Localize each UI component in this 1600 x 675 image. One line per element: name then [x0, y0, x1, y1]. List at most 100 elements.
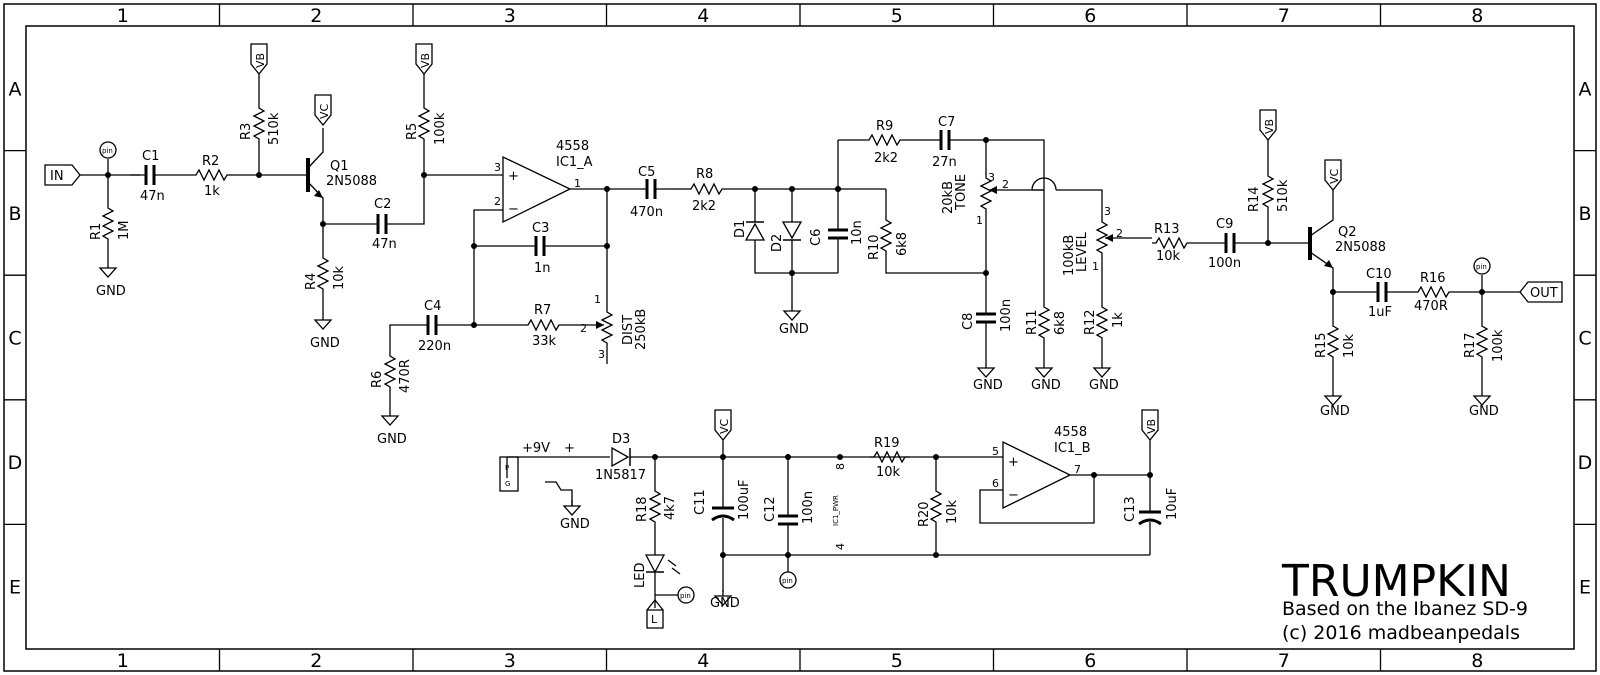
output-port-label: OUT — [1530, 286, 1558, 301]
resistor-r13 — [1151, 237, 1193, 249]
dist-pin3: 3 — [598, 348, 605, 361]
gnd-label: GND — [1031, 378, 1061, 393]
resistor-r15 — [1327, 321, 1339, 363]
level-pin3: 3 — [1104, 205, 1111, 218]
c7-value: 27n — [932, 155, 957, 170]
gnd-label: GND — [310, 336, 340, 351]
r19-ref: R19 — [874, 436, 900, 451]
capacitor-c5 — [629, 177, 673, 201]
r9-value: 2k2 — [874, 151, 898, 166]
input-port-label: IN — [50, 169, 64, 184]
r4-ref: R4 — [304, 273, 319, 290]
capacitor-c13 — [1137, 494, 1163, 540]
level-pin1: 1 — [1092, 260, 1099, 273]
q2-value: 2N5088 — [1335, 240, 1386, 255]
grid-column-label: 6 — [1084, 5, 1096, 27]
opamp-ic1a — [502, 155, 572, 224]
grid-column-label: 1 — [117, 5, 129, 27]
r1-ref: R1 — [89, 223, 104, 240]
c2-value: 47n — [372, 237, 397, 252]
output-pin-label: pin — [1476, 263, 1487, 271]
r6-ref: R6 — [370, 371, 385, 388]
ic1a-plus: + — [508, 169, 519, 184]
transistor-q1 — [306, 128, 324, 224]
ic1b-pin7: 7 — [1074, 463, 1081, 476]
resistor-r8 — [686, 183, 728, 195]
q1-value: 2N5088 — [326, 174, 377, 189]
q1-ref: Q1 — [330, 159, 349, 174]
c10-value: 1uF — [1368, 305, 1392, 320]
c12-ref: C12 — [763, 496, 778, 522]
grid-column-label: 8 — [1471, 5, 1483, 27]
capacitor-c6 — [826, 212, 850, 256]
vc-label: VC — [1328, 168, 1341, 184]
diode-d2 — [781, 221, 803, 241]
ground-symbol — [99, 261, 117, 278]
grid-row-label: A — [1579, 78, 1592, 100]
ic1b-minus: − — [1008, 488, 1019, 503]
vb-label: VB — [254, 53, 267, 68]
dist-ref: DIST — [621, 315, 636, 345]
gnd-label: GND — [1320, 404, 1350, 419]
ic1a-ref: IC1_A — [556, 155, 593, 170]
resistor-r20 — [930, 486, 942, 528]
ic1a-pin2: 2 — [494, 195, 501, 208]
gnd-label: GND — [1089, 378, 1119, 393]
r1-value: 1M — [117, 221, 132, 241]
opamp-ic1b — [1002, 440, 1072, 510]
r2-value: 1k — [204, 184, 220, 199]
r16-value: 470R — [1414, 299, 1448, 314]
tone-ref: TONE — [954, 174, 969, 211]
dist-pin1: 1 — [594, 293, 601, 306]
led — [644, 554, 681, 575]
ic1b-pin6: 6 — [992, 477, 999, 490]
c8-value: 100n — [999, 299, 1014, 332]
r12-value: 1k — [1111, 312, 1126, 328]
gnd-label: GND — [377, 432, 407, 447]
diode-d3 — [611, 446, 631, 468]
capacitor-c10 — [1360, 280, 1404, 304]
ic1b-plus: + — [1008, 455, 1019, 470]
grid-column-label: 2 — [310, 5, 322, 27]
output-port[interactable]: OUT — [1519, 281, 1563, 303]
gnd-label: GND — [96, 284, 126, 299]
gnd-label: GND — [973, 378, 1003, 393]
drawing-frame — [3, 3, 1597, 672]
grid-column-label: 3 — [504, 650, 516, 672]
gnd-label: GND — [710, 596, 740, 611]
d2-ref: D2 — [770, 234, 785, 252]
resistor-r7 — [523, 319, 565, 331]
resistor-r3 — [253, 103, 265, 145]
grid-column-label: 4 — [697, 650, 709, 672]
r15-ref: R15 — [1314, 332, 1329, 358]
r20-value: 10k — [945, 499, 960, 524]
ic1a-minus: − — [508, 202, 519, 217]
transistor-q2 — [1308, 190, 1334, 292]
pot-dist[interactable] — [601, 305, 613, 351]
supply-plus: + — [564, 441, 575, 456]
grid-row-label: C — [1578, 328, 1591, 350]
c10-ref: C10 — [1366, 267, 1392, 282]
c9-value: 100n — [1208, 256, 1241, 271]
resistor-r16 — [1413, 286, 1455, 298]
grid-column-label: 8 — [1471, 650, 1483, 672]
led-ref: LED — [633, 563, 648, 588]
grid-row-label: E — [1579, 577, 1591, 599]
led-port-label: L — [651, 613, 658, 626]
input-port[interactable]: IN — [44, 164, 81, 186]
r8-ref: R8 — [696, 167, 713, 182]
c1-ref: C1 — [142, 149, 159, 164]
tone-pin2: 2 — [1002, 178, 1009, 191]
grid-column-label: 2 — [310, 650, 322, 672]
vb-label: VB — [419, 53, 432, 68]
ic-pwr-label: IC1_PWR — [832, 495, 840, 526]
input-pin-label: pin — [102, 147, 113, 155]
ic-pwr-pin8: 8 — [834, 463, 847, 470]
ic-pwr-pin4: 4 — [834, 543, 847, 550]
c8-ref: C8 — [961, 313, 976, 330]
grid-column-label: 6 — [1084, 650, 1096, 672]
r11-ref: R11 — [1025, 309, 1040, 335]
r17-value: 100k — [1491, 329, 1506, 362]
dist-pin2: 2 — [580, 322, 587, 335]
